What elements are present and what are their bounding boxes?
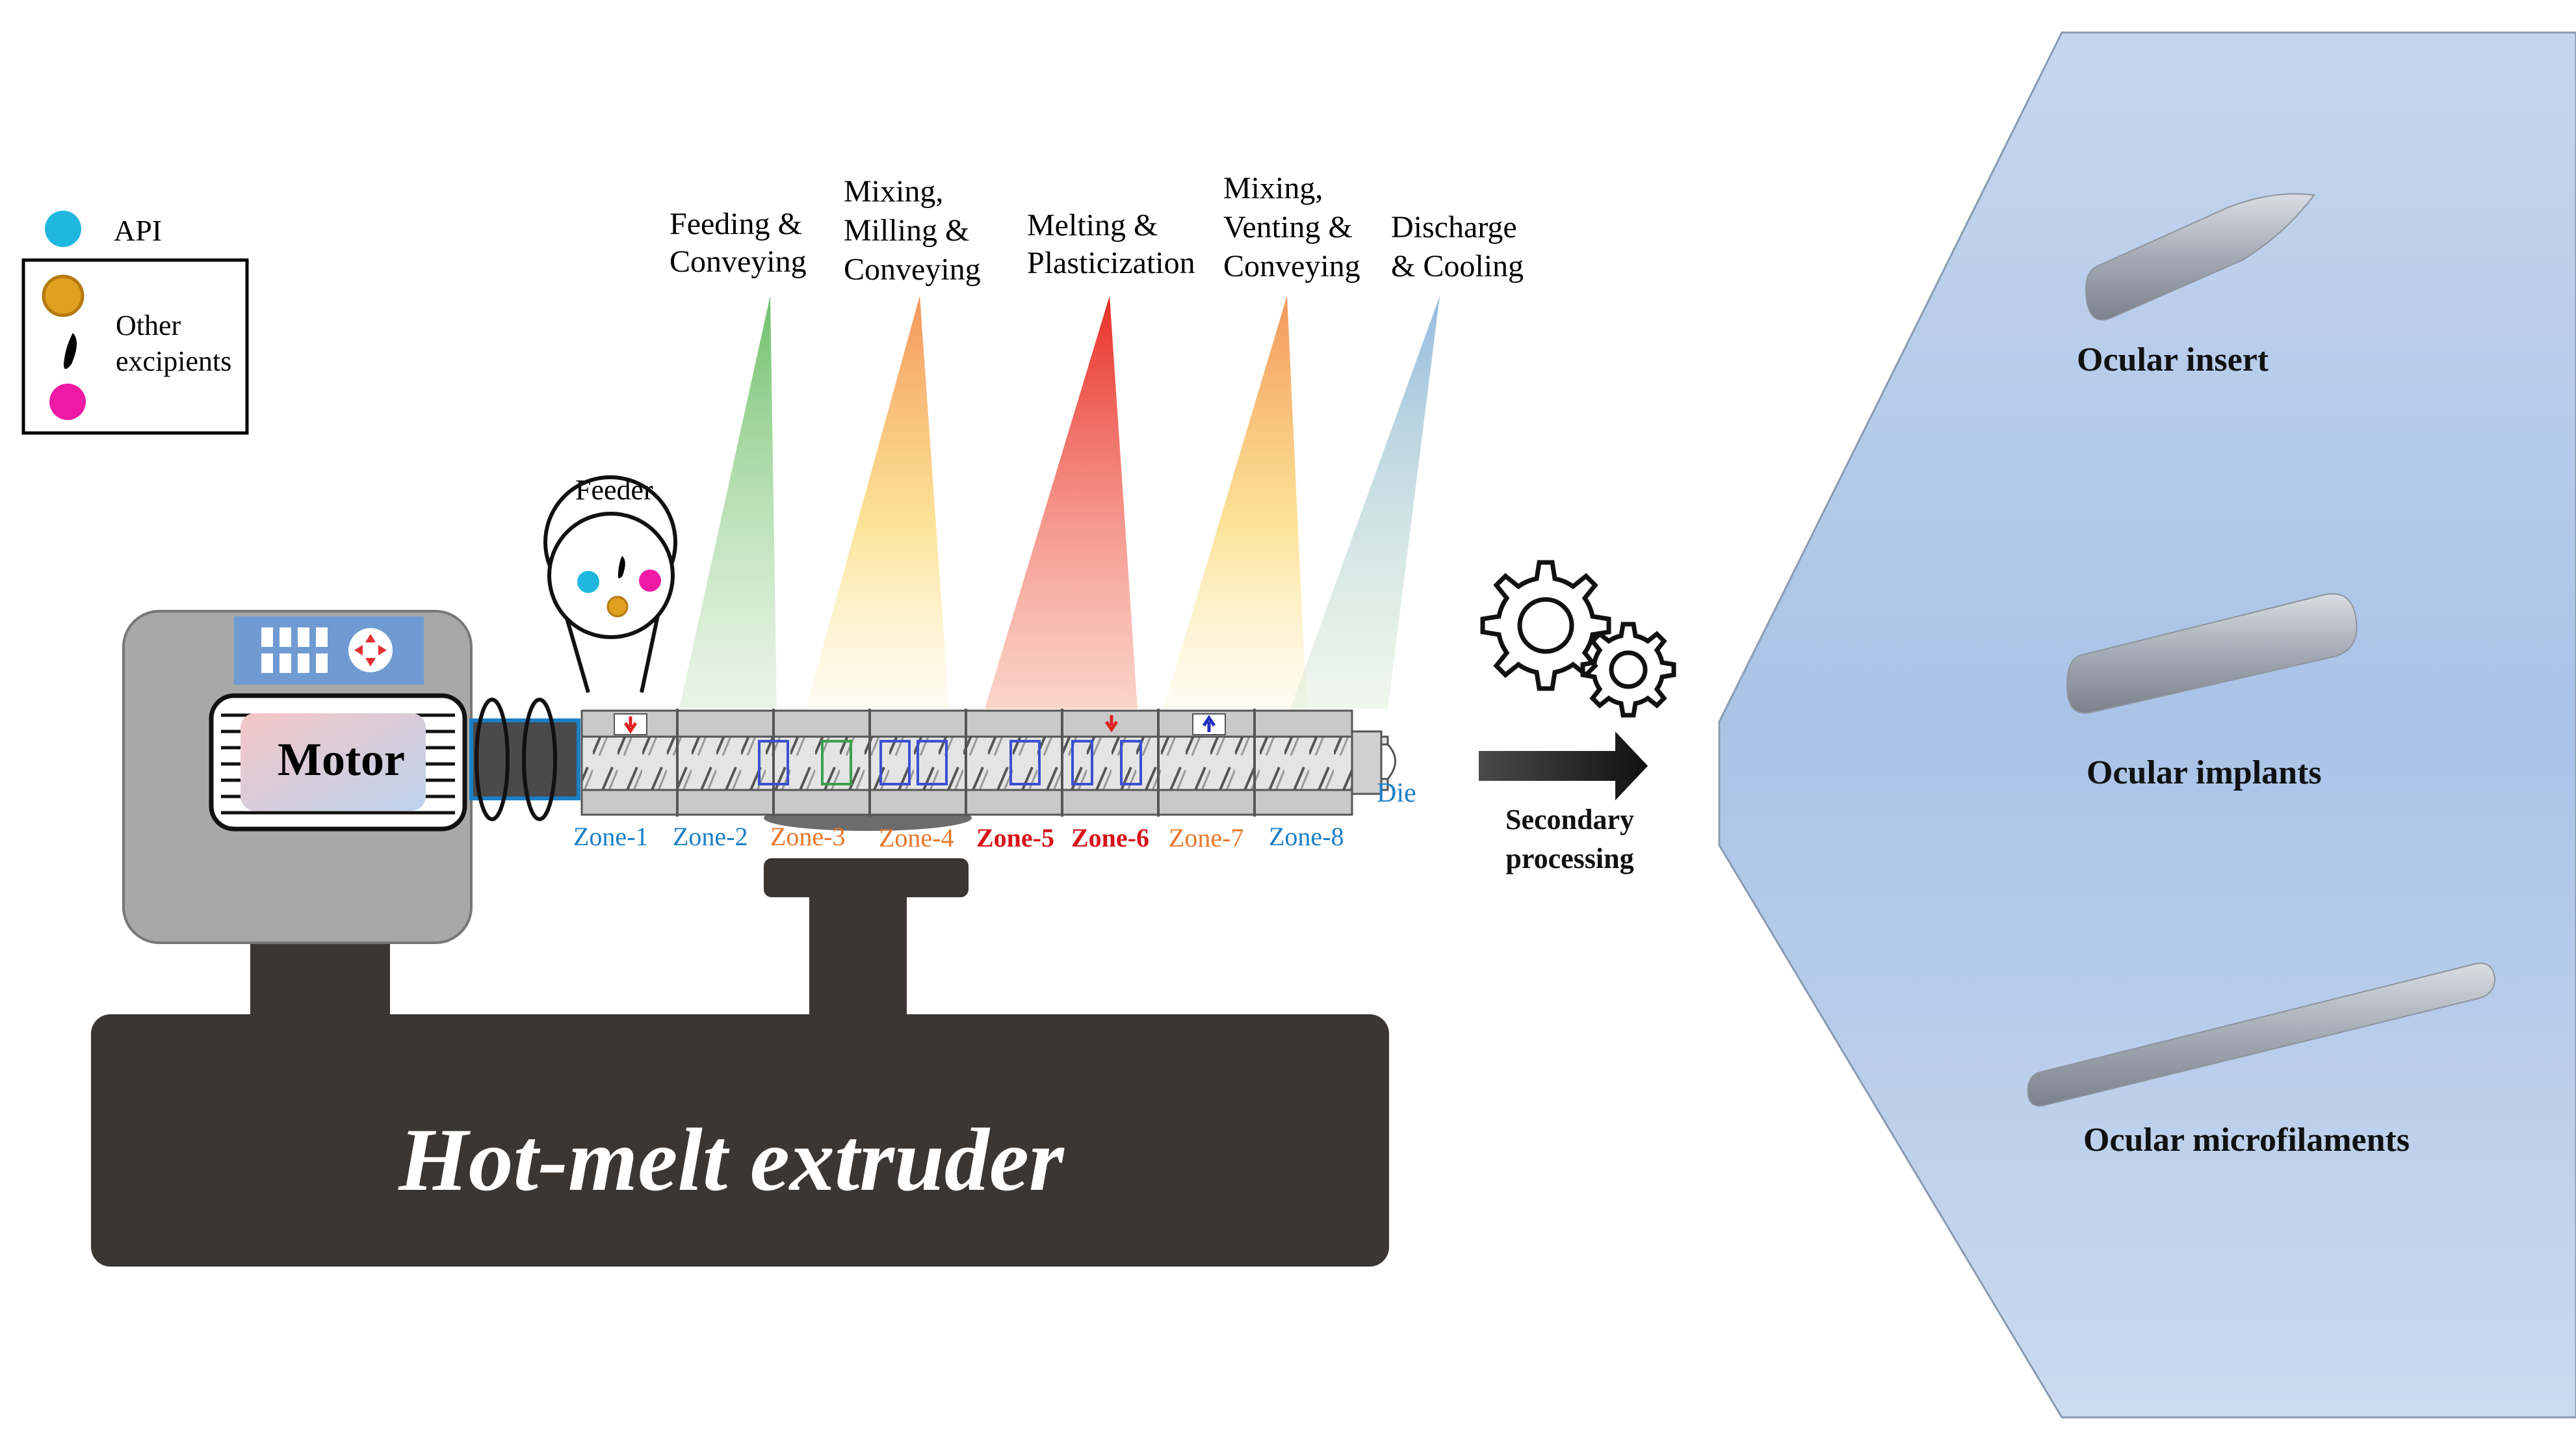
products-panel <box>1718 31 2576 1419</box>
legend-other-line1: Other <box>116 309 181 341</box>
zone-labels: Zone-1 Zone-2 Zone-3 Zone-4 Zone-5 Zone-… <box>573 822 1344 852</box>
motor-label-window <box>241 713 426 811</box>
stage-1-line2: Conveying <box>670 244 807 279</box>
ocular-insert: Ocular insert <box>2077 193 2315 378</box>
die-label: Die <box>1377 778 1416 808</box>
ocular-insert-label: Ocular insert <box>2077 341 2269 378</box>
beam-feeding <box>679 296 777 709</box>
die-block <box>1351 730 1383 795</box>
secondary-processing-line2: processing <box>1505 843 1633 874</box>
magenta-excipient-icon <box>49 384 86 420</box>
gears-icon <box>1480 560 1676 718</box>
legend-api-label: API <box>114 214 162 247</box>
feed-down-arrow-icon <box>623 716 638 734</box>
stage-1-line1: Feeding & <box>670 207 802 241</box>
beam-discharge <box>1290 296 1440 709</box>
feeder-black-particle-icon <box>618 556 625 579</box>
feed-port-marker <box>614 713 647 735</box>
feeder-gold-particle-icon <box>606 596 629 618</box>
process-beams <box>679 296 1440 709</box>
vent-port-marker <box>1192 713 1226 735</box>
ocular-implants: Ocular implants <box>2066 593 2358 791</box>
stage-4-line2: Venting & <box>1223 210 1353 244</box>
extruder-barrel: Die <box>580 709 1416 817</box>
coupling-ring-1 <box>475 698 510 821</box>
motor-control-panel <box>234 616 424 685</box>
legend-other-line2: excipients <box>116 345 231 377</box>
drive-shaft <box>469 698 580 821</box>
black-excipient-icon <box>64 333 77 369</box>
process-arrow-icon <box>1479 731 1648 800</box>
base-title: Hot-melt extruder <box>397 1110 1065 1209</box>
motor-label: Motor <box>278 733 405 785</box>
kneading-elements <box>758 740 1142 785</box>
feeder-hopper-bowl <box>547 512 675 639</box>
barrel-support-column <box>809 897 907 1021</box>
ocular-insert-shape <box>2085 193 2315 321</box>
beam-melting <box>985 296 1138 709</box>
stage-4-line1: Mixing, <box>1223 171 1323 205</box>
zone-2-label: Zone-2 <box>673 822 748 851</box>
legend-box <box>21 258 249 435</box>
ocular-implants-label: Ocular implants <box>2087 754 2322 791</box>
screw <box>580 735 1389 791</box>
vent-grille-icon <box>261 627 328 673</box>
stage-labels: Feeding & Conveying Mixing, Milling & Co… <box>670 171 1524 287</box>
barrel-segment-dividers <box>676 709 1256 817</box>
feeder-magenta-particle-icon <box>639 570 661 592</box>
stage-5-line1: Discharge <box>1391 210 1517 244</box>
stage-3-line1: Melting & <box>1027 208 1158 243</box>
zone-8-label: Zone-8 <box>1269 822 1344 851</box>
die-nozzle <box>1380 743 1396 780</box>
zone-4-label: Zone-4 <box>879 823 954 852</box>
vent-up-arrow-icon <box>1202 715 1216 732</box>
beam-mixing-milling <box>806 296 949 709</box>
feeder: Feeder <box>543 474 677 693</box>
ocular-microfilaments: Ocular microfilaments <box>2027 962 2496 1159</box>
stage-4-line3: Conveying <box>1223 249 1360 283</box>
small-gear-icon <box>1580 622 1676 718</box>
zone-5-label: Zone-5 <box>976 823 1054 852</box>
feeder-api-particle-icon <box>577 571 599 593</box>
gold-excipient-icon <box>42 274 85 317</box>
extruder-base: Hot-melt extruder <box>91 805 1389 1267</box>
stage-2-line3: Conveying <box>844 252 981 287</box>
beam-mixing-venting <box>1164 296 1307 709</box>
ocular-microfilaments-label: Ocular microfilaments <box>2083 1122 2410 1159</box>
zone-1-label: Zone-1 <box>573 822 649 851</box>
stage-2-line1: Mixing, <box>844 174 943 209</box>
large-gear-icon <box>1480 560 1611 691</box>
stage-2-line2: Milling & <box>844 213 969 248</box>
ocular-implants-shape <box>2066 593 2358 714</box>
control-dial-icon <box>348 628 393 672</box>
base-block <box>91 1014 1389 1267</box>
zone6-down-arrow-icon <box>1104 715 1119 733</box>
motor-leg <box>250 936 390 1021</box>
api-dot-icon <box>45 211 81 247</box>
motor-unit: Motor <box>122 610 473 944</box>
zone-6-label: Zone-6 <box>1071 823 1149 852</box>
coupling-ring-2 <box>522 698 557 821</box>
secondary-processing-line1: Secondary <box>1505 804 1634 835</box>
stage-3-line2: Plasticization <box>1027 246 1195 280</box>
ocular-microfilaments-shape <box>2027 962 2496 1107</box>
zone-7-label: Zone-7 <box>1169 823 1244 852</box>
barrel-support-cap <box>764 858 969 897</box>
legend: API Other excipients <box>21 211 249 435</box>
stage-5-line2: & Cooling <box>1391 249 1524 283</box>
zone-3-label: Zone-3 <box>770 822 846 851</box>
